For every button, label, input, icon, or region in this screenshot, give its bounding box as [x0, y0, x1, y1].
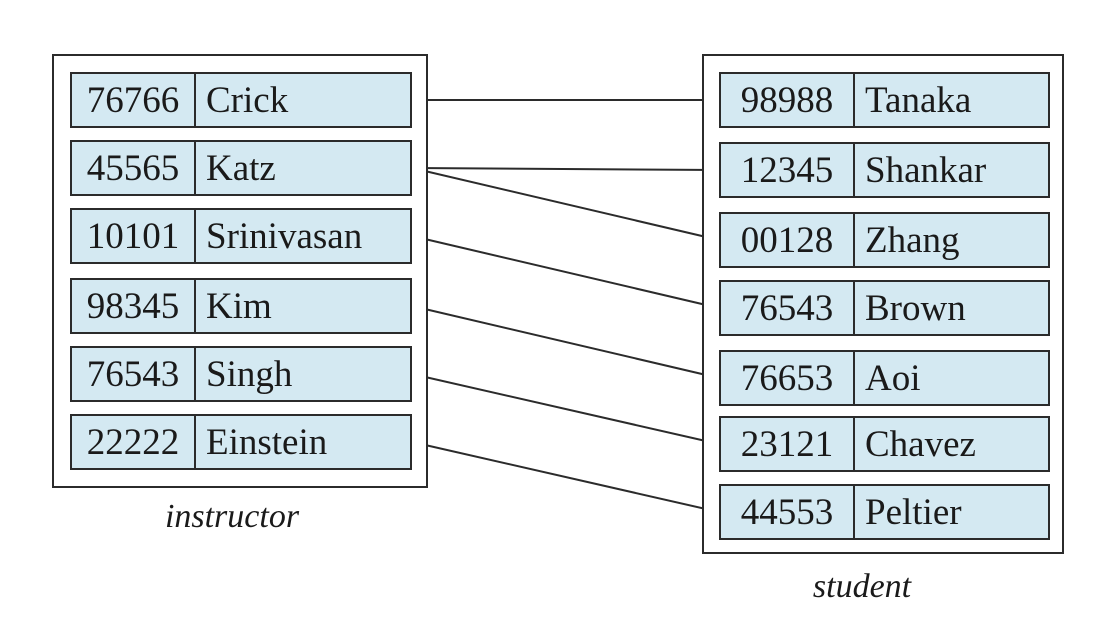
instructor-name: Singh: [206, 353, 293, 395]
student-row: 98988 Tanaka: [719, 72, 1050, 128]
instructor-id: 76543: [72, 348, 196, 400]
student-row: 23121 Chavez: [719, 416, 1050, 472]
instructor-row: 98345 Kim: [70, 278, 412, 334]
student-name: Chavez: [865, 423, 976, 465]
instructor-id: 76766: [72, 74, 196, 126]
student-name: Zhang: [865, 219, 960, 261]
instructor-id: 10101: [72, 210, 196, 262]
student-name: Shankar: [865, 149, 987, 191]
student-name: Peltier: [865, 491, 962, 533]
instructor-row: 22222 Einstein: [70, 414, 412, 470]
instructor-id: 22222: [72, 416, 196, 468]
instructor-row: 45565 Katz: [70, 140, 412, 196]
link-10101-76543: [411, 235, 720, 309]
instructor-id: 98345: [72, 280, 196, 332]
student-id: 12345: [721, 144, 855, 196]
student-name: Tanaka: [865, 79, 972, 121]
instructor-id: 45565: [72, 142, 196, 194]
instructor-row: 10101 Srinivasan: [70, 208, 412, 264]
student-entity-set: 98988 Tanaka 12345 Shankar 00128 Zhang 7…: [702, 54, 1064, 554]
student-id: 76653: [721, 352, 855, 404]
student-id: 00128: [721, 214, 855, 266]
student-row: 12345 Shankar: [719, 142, 1050, 198]
student-id: 44553: [721, 486, 855, 538]
student-row: 76543 Brown: [719, 280, 1050, 336]
student-id: 23121: [721, 418, 855, 470]
student-id: 98988: [721, 74, 855, 126]
student-name: Aoi: [865, 357, 921, 399]
student-row: 00128 Zhang: [719, 212, 1050, 268]
instructor-name: Kim: [206, 285, 272, 327]
instructor-name: Einstein: [206, 421, 328, 463]
link-45565-00128: [411, 167, 720, 241]
link-45565-12345: [411, 167, 720, 171]
instructor-caption: instructor: [164, 498, 300, 535]
student-caption: student: [812, 568, 912, 605]
student-row: 44553 Peltier: [719, 484, 1050, 540]
link-98345-76653: [411, 305, 720, 379]
student-name: Brown: [865, 287, 966, 329]
instructor-entity-set: 76766 Crick 45565 Katz 10101 Srinivasan …: [52, 54, 428, 488]
student-id: 76543: [721, 282, 855, 334]
instructor-name: Srinivasan: [206, 215, 363, 257]
instructor-name: Katz: [206, 147, 276, 189]
instructor-row: 76543 Singh: [70, 346, 412, 402]
instructor-name: Crick: [206, 79, 289, 121]
link-22222-44553: [411, 441, 720, 513]
instructor-row: 76766 Crick: [70, 72, 412, 128]
link-76543-23121: [411, 373, 720, 445]
student-row: 76653 Aoi: [719, 350, 1050, 406]
